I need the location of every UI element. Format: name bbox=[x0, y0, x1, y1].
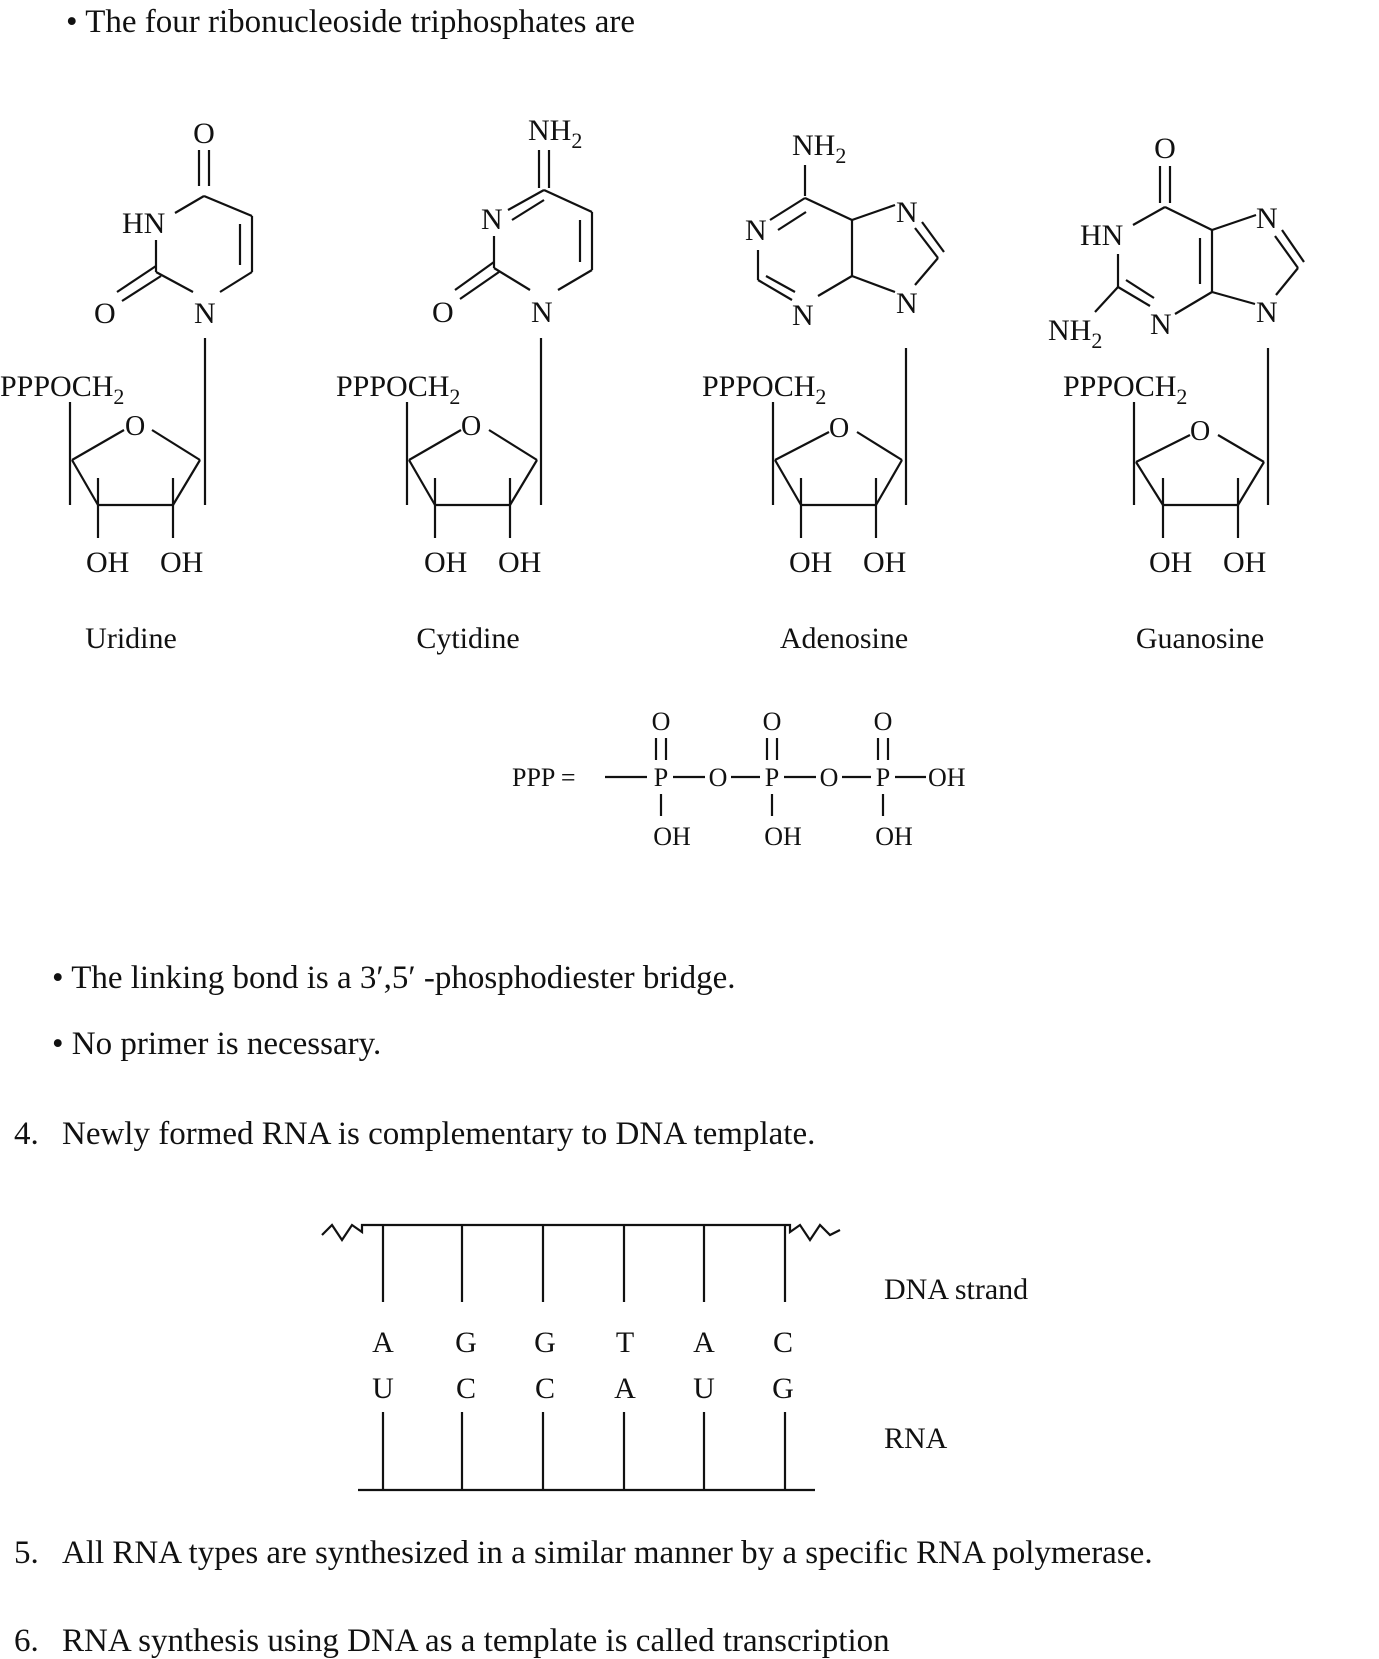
ppp-o-top-3: O bbox=[874, 707, 893, 736]
ppp-o-top-1: O bbox=[652, 707, 671, 736]
guanosine-structure: O HN N N NH2 N PPPOCH2 O OH OH bbox=[1048, 132, 1305, 579]
uridine-n1: N bbox=[194, 297, 216, 330]
dna-base-5: A bbox=[693, 1326, 715, 1359]
uridine-oh-3: OH bbox=[160, 546, 203, 579]
uridine-o-top: O bbox=[193, 117, 215, 150]
item-5-number: 5. bbox=[14, 1535, 39, 1571]
guanosine-oh-3: OH bbox=[1223, 546, 1266, 579]
adenosine-n1: N bbox=[745, 214, 767, 247]
uridine-ring-o: O bbox=[125, 411, 145, 442]
cytidine-ring-o: O bbox=[461, 411, 481, 442]
ppp-formula: PPP = O O O P P P O O OH OH OH OH bbox=[512, 707, 966, 851]
ppp-p-2: P bbox=[765, 763, 779, 792]
name-adenosine: Adenosine bbox=[780, 622, 908, 655]
cytidine-n3: N bbox=[481, 203, 503, 236]
cytidine-o-left: O bbox=[432, 296, 454, 329]
name-uridine: Uridine bbox=[85, 622, 177, 655]
uridine-structure: O HN O N PPPOCH2 O OH OH bbox=[0, 117, 254, 579]
cytidine-oh-2: OH bbox=[424, 546, 467, 579]
bullet-linking-bond: • The linking bond is a 3′,5′ -phosphodi… bbox=[52, 960, 736, 996]
guanosine-oh-2: OH bbox=[1149, 546, 1192, 579]
cytidine-structure: NH2 N O N PPPOCH2 O OH OH bbox=[336, 114, 594, 579]
rna-base-3: C bbox=[535, 1372, 555, 1405]
cytidine-nh2: NH2 bbox=[528, 114, 582, 153]
rna-label: RNA bbox=[884, 1422, 948, 1455]
adenosine-n7: N bbox=[896, 196, 918, 229]
ppp-bridge-o-2: O bbox=[820, 763, 839, 792]
adenosine-nh2: NH2 bbox=[792, 129, 846, 168]
ppp-oh-3: OH bbox=[875, 822, 913, 851]
guanosine-nh2: NH2 bbox=[1048, 314, 1102, 353]
guanosine-n7: N bbox=[1256, 202, 1278, 235]
uridine-pppoch2: PPPOCH2 bbox=[0, 370, 124, 409]
uridine-hn: HN bbox=[122, 207, 165, 240]
adenosine-oh-2: OH bbox=[789, 546, 832, 579]
ppp-oh-2: OH bbox=[764, 822, 802, 851]
uridine-o-left: O bbox=[94, 297, 116, 330]
adenosine-n3: N bbox=[792, 299, 814, 332]
guanosine-o-top: O bbox=[1154, 132, 1176, 165]
ppp-p-3: P bbox=[876, 763, 890, 792]
ppp-oh-1: OH bbox=[653, 822, 691, 851]
item-5-text: All RNA types are synthesized in a simil… bbox=[62, 1535, 1153, 1571]
guanosine-hn: HN bbox=[1080, 219, 1123, 252]
rna-base-6: G bbox=[772, 1372, 794, 1405]
cytidine-pppoch2: PPPOCH2 bbox=[336, 370, 460, 409]
dna-base-2: G bbox=[455, 1326, 477, 1359]
adenosine-n9: N bbox=[896, 287, 918, 320]
name-guanosine: Guanosine bbox=[1136, 622, 1264, 655]
adenosine-pppoch2: PPPOCH2 bbox=[702, 370, 826, 409]
item-6-number: 6. bbox=[14, 1623, 39, 1659]
adenosine-ring-o: O bbox=[829, 413, 849, 444]
guanosine-pppoch2: PPPOCH2 bbox=[1063, 370, 1187, 409]
ppp-p-1: P bbox=[654, 763, 668, 792]
adenosine-oh-3: OH bbox=[863, 546, 906, 579]
dna-base-6: C bbox=[773, 1326, 793, 1359]
uridine-oh-2: OH bbox=[86, 546, 129, 579]
guanosine-n3: N bbox=[1150, 308, 1172, 341]
ppp-label: PPP = bbox=[512, 763, 576, 792]
cytidine-oh-3: OH bbox=[498, 546, 541, 579]
rna-base-1: U bbox=[372, 1372, 394, 1405]
guanosine-n9: N bbox=[1256, 296, 1278, 329]
rna-base-2: C bbox=[456, 1372, 476, 1405]
adenosine-structure: NH2 N N N N PPPOCH2 O OH OH bbox=[702, 129, 945, 579]
guanosine-ring-o: O bbox=[1190, 416, 1210, 447]
cytidine-n1: N bbox=[531, 296, 553, 329]
rna-base-5: U bbox=[693, 1372, 715, 1405]
intro-bullet: • The four ribonucleoside triphosphates … bbox=[66, 4, 636, 40]
dna-strand-label: DNA strand bbox=[884, 1273, 1028, 1306]
nucleoside-structures: O HN O N PPPOCH2 O OH OH NH2 N bbox=[0, 114, 1305, 851]
item-6-text: RNA synthesis using DNA as a template is… bbox=[62, 1623, 890, 1659]
ppp-o-top-2: O bbox=[763, 707, 782, 736]
item-4-number: 4. bbox=[14, 1116, 39, 1152]
ppp-bridge-o-1: O bbox=[709, 763, 728, 792]
item-4-text: Newly formed RNA is complementary to DNA… bbox=[62, 1116, 816, 1152]
name-cytidine: Cytidine bbox=[416, 622, 519, 655]
dna-base-1: A bbox=[372, 1326, 394, 1359]
bullet-no-primer: • No primer is necessary. bbox=[52, 1026, 382, 1062]
ppp-terminal-oh: OH bbox=[928, 763, 966, 792]
dna-backbone bbox=[321, 1223, 841, 1242]
dna-base-3: G bbox=[534, 1326, 556, 1359]
rna-base-4: A bbox=[614, 1372, 636, 1405]
dna-base-4: T bbox=[616, 1326, 634, 1359]
